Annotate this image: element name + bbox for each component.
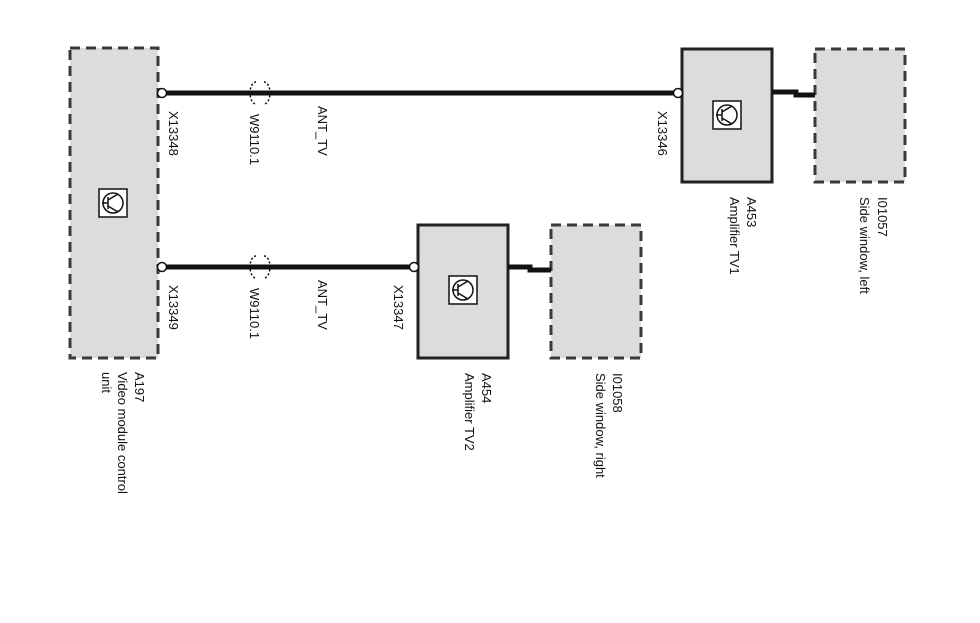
- component-name-a197-line1: Video module control: [115, 372, 130, 494]
- component-id-i01057: I01057: [875, 197, 890, 237]
- signal-label-bottom: ANT_TV: [315, 280, 330, 330]
- component-name-i01058: Side window, right: [593, 373, 608, 478]
- component-id-a197: A197: [132, 372, 147, 402]
- splice-label-top: W9110.1: [247, 114, 262, 165]
- component-id-a453: A453: [744, 197, 759, 227]
- stub-tv1-window-left: [772, 89, 815, 98]
- side-window-left-box[interactable]: [813, 47, 907, 184]
- splice-label-bottom: W9110.1: [247, 288, 262, 339]
- pin-x13347[interactable]: [408, 261, 420, 273]
- side-window-right-box[interactable]: [549, 223, 643, 360]
- stub-tv2-window-right: [508, 264, 551, 273]
- connector-label-x13349: X13349: [166, 285, 181, 330]
- connector-label-x13346: X13346: [655, 111, 670, 156]
- component-name-a454: Amplifier TV2: [462, 373, 477, 451]
- pin-x13346[interactable]: [672, 87, 684, 99]
- splice-marker-bottom: [249, 255, 271, 279]
- transistor-icon: [448, 275, 478, 305]
- component-name-a197-line2: unit: [99, 372, 114, 393]
- pin-x13348[interactable]: [156, 87, 168, 99]
- splice-marker-top: [249, 81, 271, 105]
- pin-x13349[interactable]: [156, 261, 168, 273]
- signal-label-top: ANT_TV: [315, 106, 330, 156]
- connector-label-x13348: X13348: [166, 111, 181, 156]
- transistor-icon: [712, 100, 742, 130]
- component-id-a454: A454: [479, 373, 494, 403]
- component-name-a453: Amplifier TV1: [727, 197, 742, 275]
- connector-label-x13347: X13347: [391, 285, 406, 330]
- transistor-icon: [98, 188, 128, 218]
- component-name-i01057: Side window, left: [857, 197, 872, 294]
- component-id-i01058: I01058: [610, 373, 625, 413]
